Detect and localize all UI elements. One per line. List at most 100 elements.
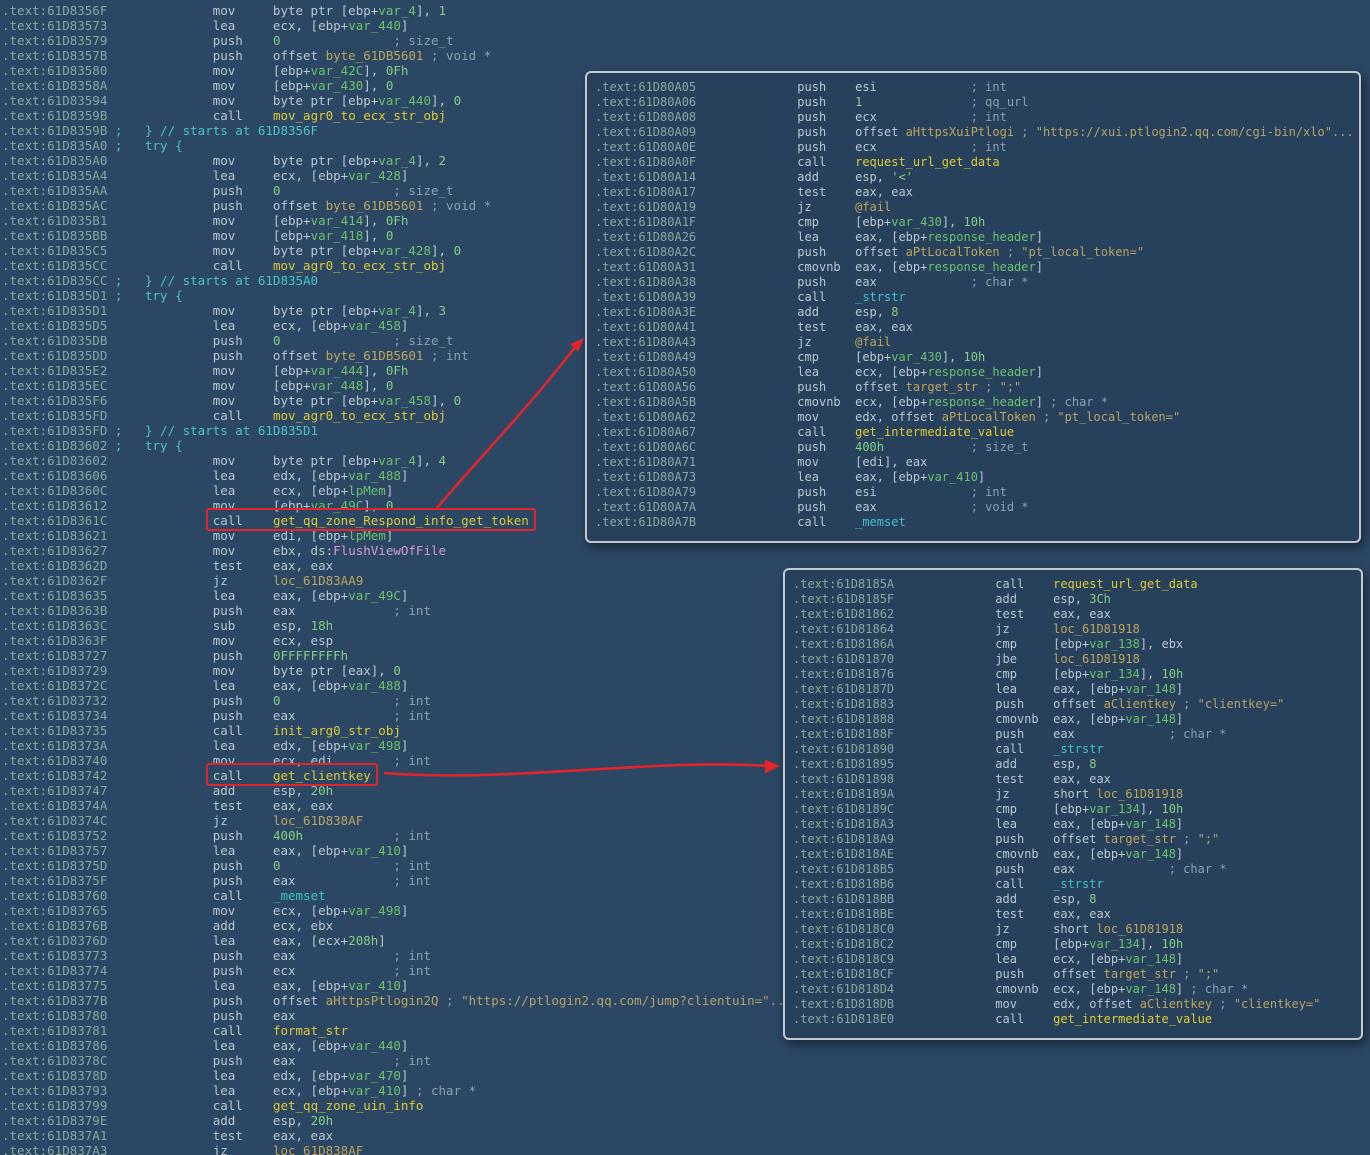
asm-line[interactable]: .text:61D8361C call get_qq_zone_Respond_…	[2, 513, 792, 528]
asm-line[interactable]: .text:61D83602 ; try {	[2, 438, 792, 453]
asm-token: var_430	[891, 215, 942, 229]
asm-line[interactable]: .text:61D83747 add esp, 20h	[2, 783, 792, 798]
asm-line[interactable]: .text:61D835FD ; } // starts at 61D835D1	[2, 423, 792, 438]
asm-line[interactable]: .text:61D835D5 lea ecx, [ebp+var_458]	[2, 318, 792, 333]
asm-line[interactable]: .text:61D83786 lea eax, [ebp+var_440]	[2, 1038, 792, 1053]
asm-token: push	[107, 648, 273, 663]
asm-line[interactable]: .text:61D835AA push 0 ; size_t	[2, 183, 792, 198]
main-disassembly-listing: .text:61D8356F mov byte ptr [ebp+var_4],…	[2, 3, 792, 1155]
asm-line[interactable]: .text:61D8377B push offset aHttpsPtlogin…	[2, 993, 792, 1008]
asm-line[interactable]: .text:61D83799 call get_qq_zone_uin_info	[2, 1098, 792, 1113]
asm-token: 0Fh	[385, 363, 409, 378]
asm-line[interactable]: .text:61D8374A test eax, eax	[2, 798, 792, 813]
asm-line[interactable]: .text:61D835AC push offset byte_61DB5601…	[2, 198, 792, 213]
asm-line[interactable]: .text:61D83602 mov byte ptr [ebp+var_4],…	[2, 453, 792, 468]
asm-line[interactable]: .text:61D835D1 mov byte ptr [ebp+var_4],…	[2, 303, 792, 318]
asm-line[interactable]: .text:61D8363B push eax ; int	[2, 603, 792, 618]
asm-line[interactable]: .text:61D8356F mov byte ptr [ebp+var_4],…	[2, 3, 792, 18]
asm-line[interactable]: .text:61D8363F mov ecx, esp	[2, 633, 792, 648]
asm-line[interactable]: .text:61D8376B add ecx, ebx	[2, 918, 792, 933]
asm-token: push eax	[107, 603, 394, 618]
asm-token: .text:61D80A56	[595, 380, 697, 394]
asm-token: .text:61D8189C	[793, 802, 895, 816]
asm-line[interactable]: .text:61D83732 push 0 ; int	[2, 693, 792, 708]
asm-line[interactable]: .text:61D835A4 lea ecx, [ebp+var_428]	[2, 168, 792, 183]
asm-line[interactable]: .text:61D835EC mov [ebp+var_448], 0	[2, 378, 792, 393]
asm-line[interactable]: .text:61D83579 push 0 ; size_t	[2, 33, 792, 48]
asm-token: mov byte ptr [ebp+	[107, 153, 379, 168]
asm-line[interactable]: .text:61D835D1 ; try {	[2, 288, 792, 303]
asm-line[interactable]: .text:61D83606 lea edx, [ebp+var_488]	[2, 468, 792, 483]
asm-line[interactable]: .text:61D83781 call format_str	[2, 1023, 792, 1038]
asm-line[interactable]: .text:61D83740 mov ecx, edi ; int	[2, 753, 792, 768]
asm-line[interactable]: .text:61D8362D test eax, eax	[2, 558, 792, 573]
asm-token: ]	[400, 678, 409, 693]
asm-line[interactable]: .text:61D83760 call _memset	[2, 888, 792, 903]
asm-line[interactable]: .text:61D837A3 jz loc_61D838AF	[2, 1143, 792, 1155]
asm-line[interactable]: .text:61D83775 lea eax, [ebp+var_410]	[2, 978, 792, 993]
asm-token: ; size_t	[970, 440, 1029, 454]
asm-line[interactable]: .text:61D835FD call mov_agr0_to_ecx_str_…	[2, 408, 792, 423]
asm-line[interactable]: .text:61D835DB push 0 ; size_t	[2, 333, 792, 348]
asm-line[interactable]: .text:61D835CC call mov_agr0_to_ecx_str_…	[2, 258, 792, 273]
asm-line[interactable]: .text:61D8359B ; } // starts at 61D8356F	[2, 123, 792, 138]
asm-line[interactable]: .text:61D8373A lea edx, [ebp+var_498]	[2, 738, 792, 753]
asm-line[interactable]: .text:61D835C5 mov byte ptr [ebp+var_428…	[2, 243, 792, 258]
asm-line[interactable]: .text:61D8360C lea ecx, [ebp+lpMem]	[2, 483, 792, 498]
asm-line[interactable]: .text:61D83757 lea eax, [ebp+var_410]	[2, 843, 792, 858]
asm-line[interactable]: .text:61D8372C lea eax, [ebp+var_488]	[2, 678, 792, 693]
asm-line[interactable]: .text:61D83635 lea eax, [ebp+var_49C]	[2, 588, 792, 603]
asm-line[interactable]: .text:61D8379E add esp, 20h	[2, 1113, 792, 1128]
asm-line[interactable]: .text:61D835CC ; } // starts at 61D835A0	[2, 273, 792, 288]
asm-line[interactable]: .text:61D8376D lea eax, [ecx+208h]	[2, 933, 792, 948]
asm-token: .text:61D83621	[2, 528, 108, 543]
asm-line[interactable]: .text:61D837A1 test eax, eax	[2, 1128, 792, 1143]
asm-line[interactable]: .text:61D83735 call init_arg0_str_obj	[2, 723, 792, 738]
asm-token: ],	[363, 63, 386, 78]
asm-line[interactable]: .text:61D83729 mov byte ptr [eax], 0	[2, 663, 792, 678]
asm-line[interactable]: .text:61D83573 lea ecx, [ebp+var_440]	[2, 18, 792, 33]
asm-line: .text:61D80A7A push eax ; void *	[595, 500, 1357, 515]
asm-token: mov byte ptr [ebp+	[107, 3, 379, 18]
asm-line[interactable]: .text:61D8374C jz loc_61D838AF	[2, 813, 792, 828]
asm-line[interactable]: .text:61D83765 mov ecx, [ebp+var_498]	[2, 903, 792, 918]
asm-line[interactable]: .text:61D83773 push eax ; int	[2, 948, 792, 963]
asm-line[interactable]: .text:61D83742 call get_clientkey	[2, 768, 792, 783]
asm-token: ]	[1175, 952, 1184, 966]
asm-line[interactable]: .text:61D83734 push eax ; int	[2, 708, 792, 723]
asm-line[interactable]: .text:61D8378C push eax ; int	[2, 1053, 792, 1068]
asm-line[interactable]: .text:61D8375D push 0 ; int	[2, 858, 792, 873]
asm-token: .text:61D8374A	[2, 798, 108, 813]
asm-line[interactable]: .text:61D835A0 mov byte ptr [ebp+var_4],…	[2, 153, 792, 168]
asm-line[interactable]: .text:61D83793 lea ecx, [ebp+var_410] ; …	[2, 1083, 792, 1098]
asm-line[interactable]: .text:61D83621 mov edi, [ebp+lpMem]	[2, 528, 792, 543]
asm-line[interactable]: .text:61D8359B call mov_agr0_to_ecx_str_…	[2, 108, 792, 123]
asm-token	[280, 183, 393, 198]
asm-line[interactable]: .text:61D8362F jz loc_61D83AA9	[2, 573, 792, 588]
asm-token: call	[894, 1012, 1054, 1026]
asm-line[interactable]: .text:61D83774 push ecx ; int	[2, 963, 792, 978]
asm-line[interactable]: .text:61D83580 mov [ebp+var_42C], 0Fh	[2, 63, 792, 78]
asm-line[interactable]: .text:61D835BB mov [ebp+var_418], 0	[2, 228, 792, 243]
asm-token: var_458	[348, 318, 401, 333]
asm-token: .text:61D80A73	[595, 470, 697, 484]
asm-line[interactable]: .text:61D8363C sub esp, 18h	[2, 618, 792, 633]
asm-token: jz	[696, 200, 856, 214]
asm-token: .text:61D83740	[2, 753, 108, 768]
asm-line[interactable]: .text:61D83727 push 0FFFFFFFFh	[2, 648, 792, 663]
asm-token: .text:61D83786	[2, 1038, 108, 1053]
asm-token: response_header	[927, 395, 1036, 409]
asm-line[interactable]: .text:61D835B1 mov [ebp+var_414], 0Fh	[2, 213, 792, 228]
asm-line[interactable]: .text:61D8375F push eax ; int	[2, 873, 792, 888]
asm-line[interactable]: .text:61D83780 push eax	[2, 1008, 792, 1023]
asm-token: "https://ptlogin2.qq.com/jump?clientuin=…	[461, 993, 793, 1008]
asm-line[interactable]: .text:61D835E2 mov [ebp+var_444], 0Fh	[2, 363, 792, 378]
asm-line[interactable]: .text:61D83752 push 400h ; int	[2, 828, 792, 843]
asm-line[interactable]: .text:61D8378D lea edx, [ebp+var_470]	[2, 1068, 792, 1083]
asm-line[interactable]: .text:61D8357B push offset byte_61DB5601…	[2, 48, 792, 63]
asm-token: ],	[941, 350, 964, 364]
asm-line[interactable]: .text:61D83594 mov byte ptr [ebp+var_440…	[2, 93, 792, 108]
asm-line[interactable]: .text:61D8358A mov [ebp+var_430], 0	[2, 78, 792, 93]
asm-line[interactable]: .text:61D83627 mov ebx, ds:FlushViewOfFi…	[2, 543, 792, 558]
asm-line[interactable]: .text:61D835A0 ; try {	[2, 138, 792, 153]
